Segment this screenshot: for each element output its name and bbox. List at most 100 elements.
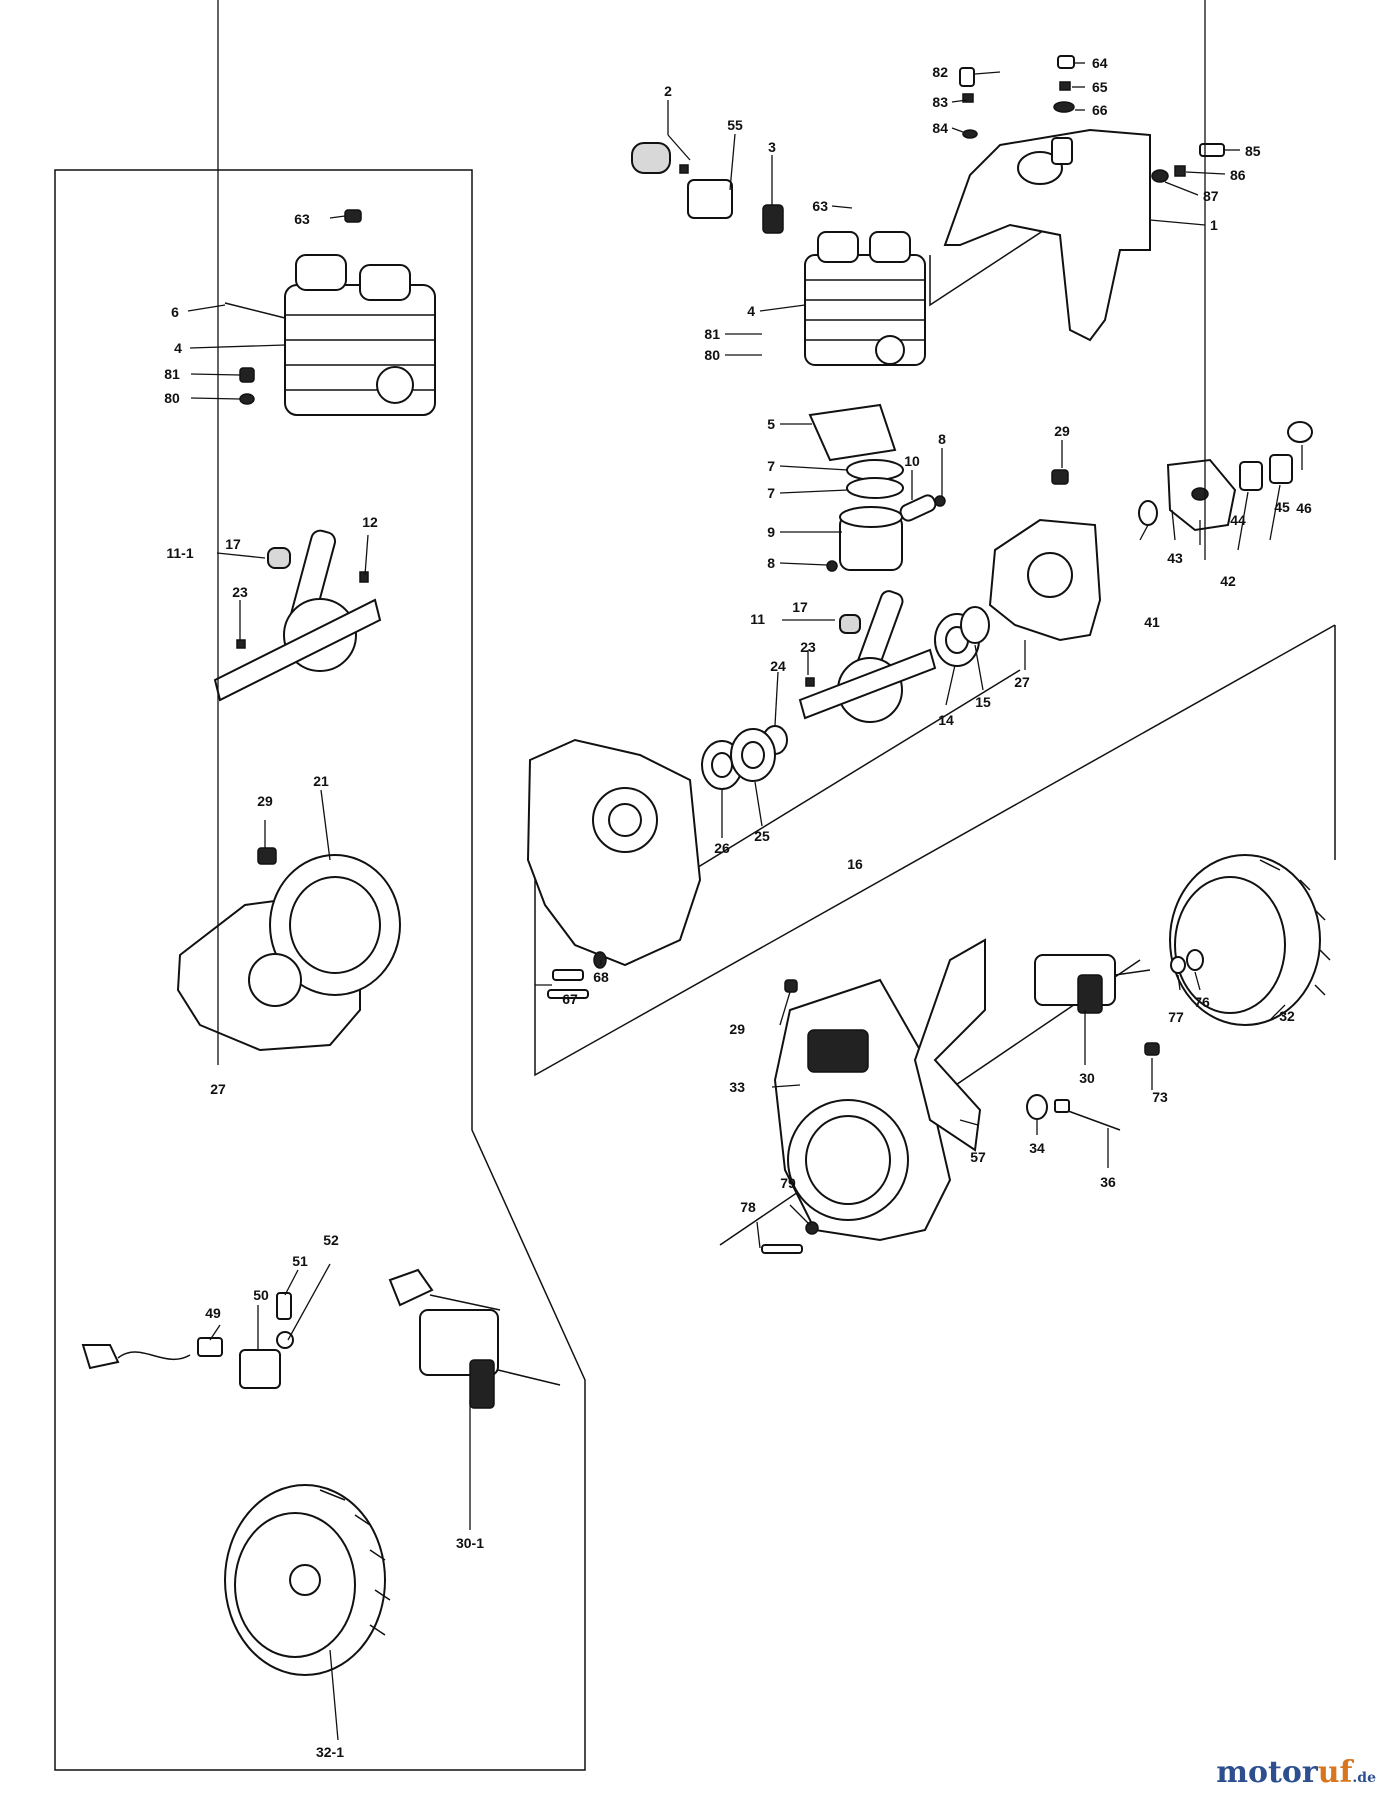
callout-label: 44 [1230, 512, 1246, 528]
callout-label: 23 [232, 584, 248, 600]
callout-label: 80 [164, 390, 180, 406]
callout-label: 1 [1210, 217, 1218, 233]
logo-suffix: .de [1352, 1770, 1376, 1786]
callout-label: 15 [975, 694, 991, 710]
callout-label: 8 [767, 555, 775, 571]
callout-label: 8 [938, 431, 946, 447]
ignition-coil-part [1034, 954, 1160, 1056]
callout-label: 66 [1092, 102, 1108, 118]
callout-label: 11 [750, 611, 765, 627]
flywheel-part [1169, 854, 1331, 1026]
callout-label: 7 [767, 458, 775, 474]
callout-label: 52 [323, 1232, 339, 1248]
callout-label: 79 [780, 1175, 796, 1191]
small-fasteners-part [547, 989, 1121, 1254]
callout-label: 42 [1220, 573, 1236, 589]
callout-label: 87 [1203, 188, 1219, 204]
assembly-group-line [534, 624, 1336, 1077]
callout-label: 2 [664, 83, 672, 99]
inset-crankcase-part [176, 847, 401, 1052]
crankshaft-part [798, 590, 937, 723]
top-bolts-part [959, 55, 1225, 183]
callout-label: 30 [1079, 1070, 1095, 1086]
callout-label: 63 [294, 211, 310, 227]
callout-label: 78 [740, 1199, 756, 1215]
crankcase-half-part [988, 469, 1102, 642]
assembly-group-line [929, 199, 1091, 307]
inset-crankshaft-part [213, 529, 382, 702]
callout-label: 25 [754, 828, 770, 844]
inset-ignition-coil-part [388, 1268, 561, 1409]
callout-label: 17 [792, 599, 808, 615]
inset-flywheel-part [224, 1484, 391, 1676]
callout-label: 29 [729, 1021, 745, 1037]
inset-cylinder-part [224, 209, 436, 416]
fan-cover-part [943, 128, 1151, 342]
callout-label: 76 [1194, 994, 1210, 1010]
muffler-part [631, 142, 784, 234]
callout-label: 81 [164, 366, 180, 382]
callout-label: 65 [1092, 79, 1108, 95]
callout-label: 51 [292, 1253, 308, 1269]
callout-label: 81 [704, 326, 720, 342]
callout-label: 7 [767, 485, 775, 501]
callout-label: 6 [171, 304, 179, 320]
callout-label: 32-1 [316, 1744, 344, 1760]
callout-label: 67 [562, 991, 578, 1007]
callout-labels: 2 55 3 82 83 84 64 65 66 85 86 87 1 63 4… [164, 55, 1312, 1760]
logo-part-b: uf [1317, 1755, 1353, 1790]
callout-label: 4 [174, 340, 182, 356]
crankcase-part [526, 738, 702, 981]
callout-label: 46 [1296, 500, 1312, 516]
callout-label: 12 [362, 514, 378, 530]
callout-label: 49 [205, 1305, 221, 1321]
callout-label: 14 [938, 712, 954, 728]
callout-label: 73 [1152, 1089, 1168, 1105]
callout-label: 26 [714, 840, 730, 856]
callout-label: 33 [729, 1079, 745, 1095]
callout-label: 84 [932, 120, 948, 136]
callout-label: 41 [1144, 614, 1160, 630]
callout-label: 63 [812, 198, 828, 214]
callout-label: 23 [800, 639, 816, 655]
callout-label: 43 [1167, 550, 1183, 566]
cylinder-part [804, 231, 926, 366]
watermark-logo: motoruf.de [1216, 1755, 1376, 1790]
callout-label: 32 [1279, 1008, 1295, 1024]
callout-label: 29 [257, 793, 273, 809]
callout-label: 34 [1029, 1140, 1045, 1156]
callout-label: 83 [932, 94, 948, 110]
inset-switch-part [81, 1292, 294, 1389]
callout-label: 82 [932, 64, 948, 80]
callout-label: 85 [1245, 143, 1261, 159]
callout-label: 50 [253, 1287, 269, 1303]
callout-label: 68 [593, 969, 609, 985]
callout-label: 4 [747, 303, 755, 319]
callout-label: 29 [1054, 423, 1070, 439]
recoil-housing-part [773, 978, 952, 1242]
piston-assembly-part [808, 403, 946, 572]
callout-label: 36 [1100, 1174, 1116, 1190]
callout-label: 77 [1168, 1009, 1184, 1025]
callout-label: 9 [767, 524, 775, 540]
callout-label: 24 [770, 658, 786, 674]
callout-label: 17 [225, 536, 241, 552]
callout-label: 86 [1230, 167, 1246, 183]
callout-label: 27 [210, 1081, 226, 1097]
callout-label: 16 [847, 856, 863, 872]
callout-label: 80 [704, 347, 720, 363]
callout-label: 57 [970, 1149, 986, 1165]
callout-label: 3 [768, 139, 776, 155]
callout-label: 30-1 [456, 1535, 484, 1551]
callout-label: 64 [1092, 55, 1108, 71]
bearings-part [701, 606, 990, 790]
callout-label: 27 [1014, 674, 1030, 690]
callout-label: 5 [767, 416, 775, 432]
callout-label: 10 [904, 453, 920, 469]
logo-part-a: motor [1216, 1755, 1318, 1790]
callout-label: 11-1 [166, 545, 193, 561]
leader-lines [187, 0, 1303, 1741]
callout-label: 55 [727, 117, 743, 133]
